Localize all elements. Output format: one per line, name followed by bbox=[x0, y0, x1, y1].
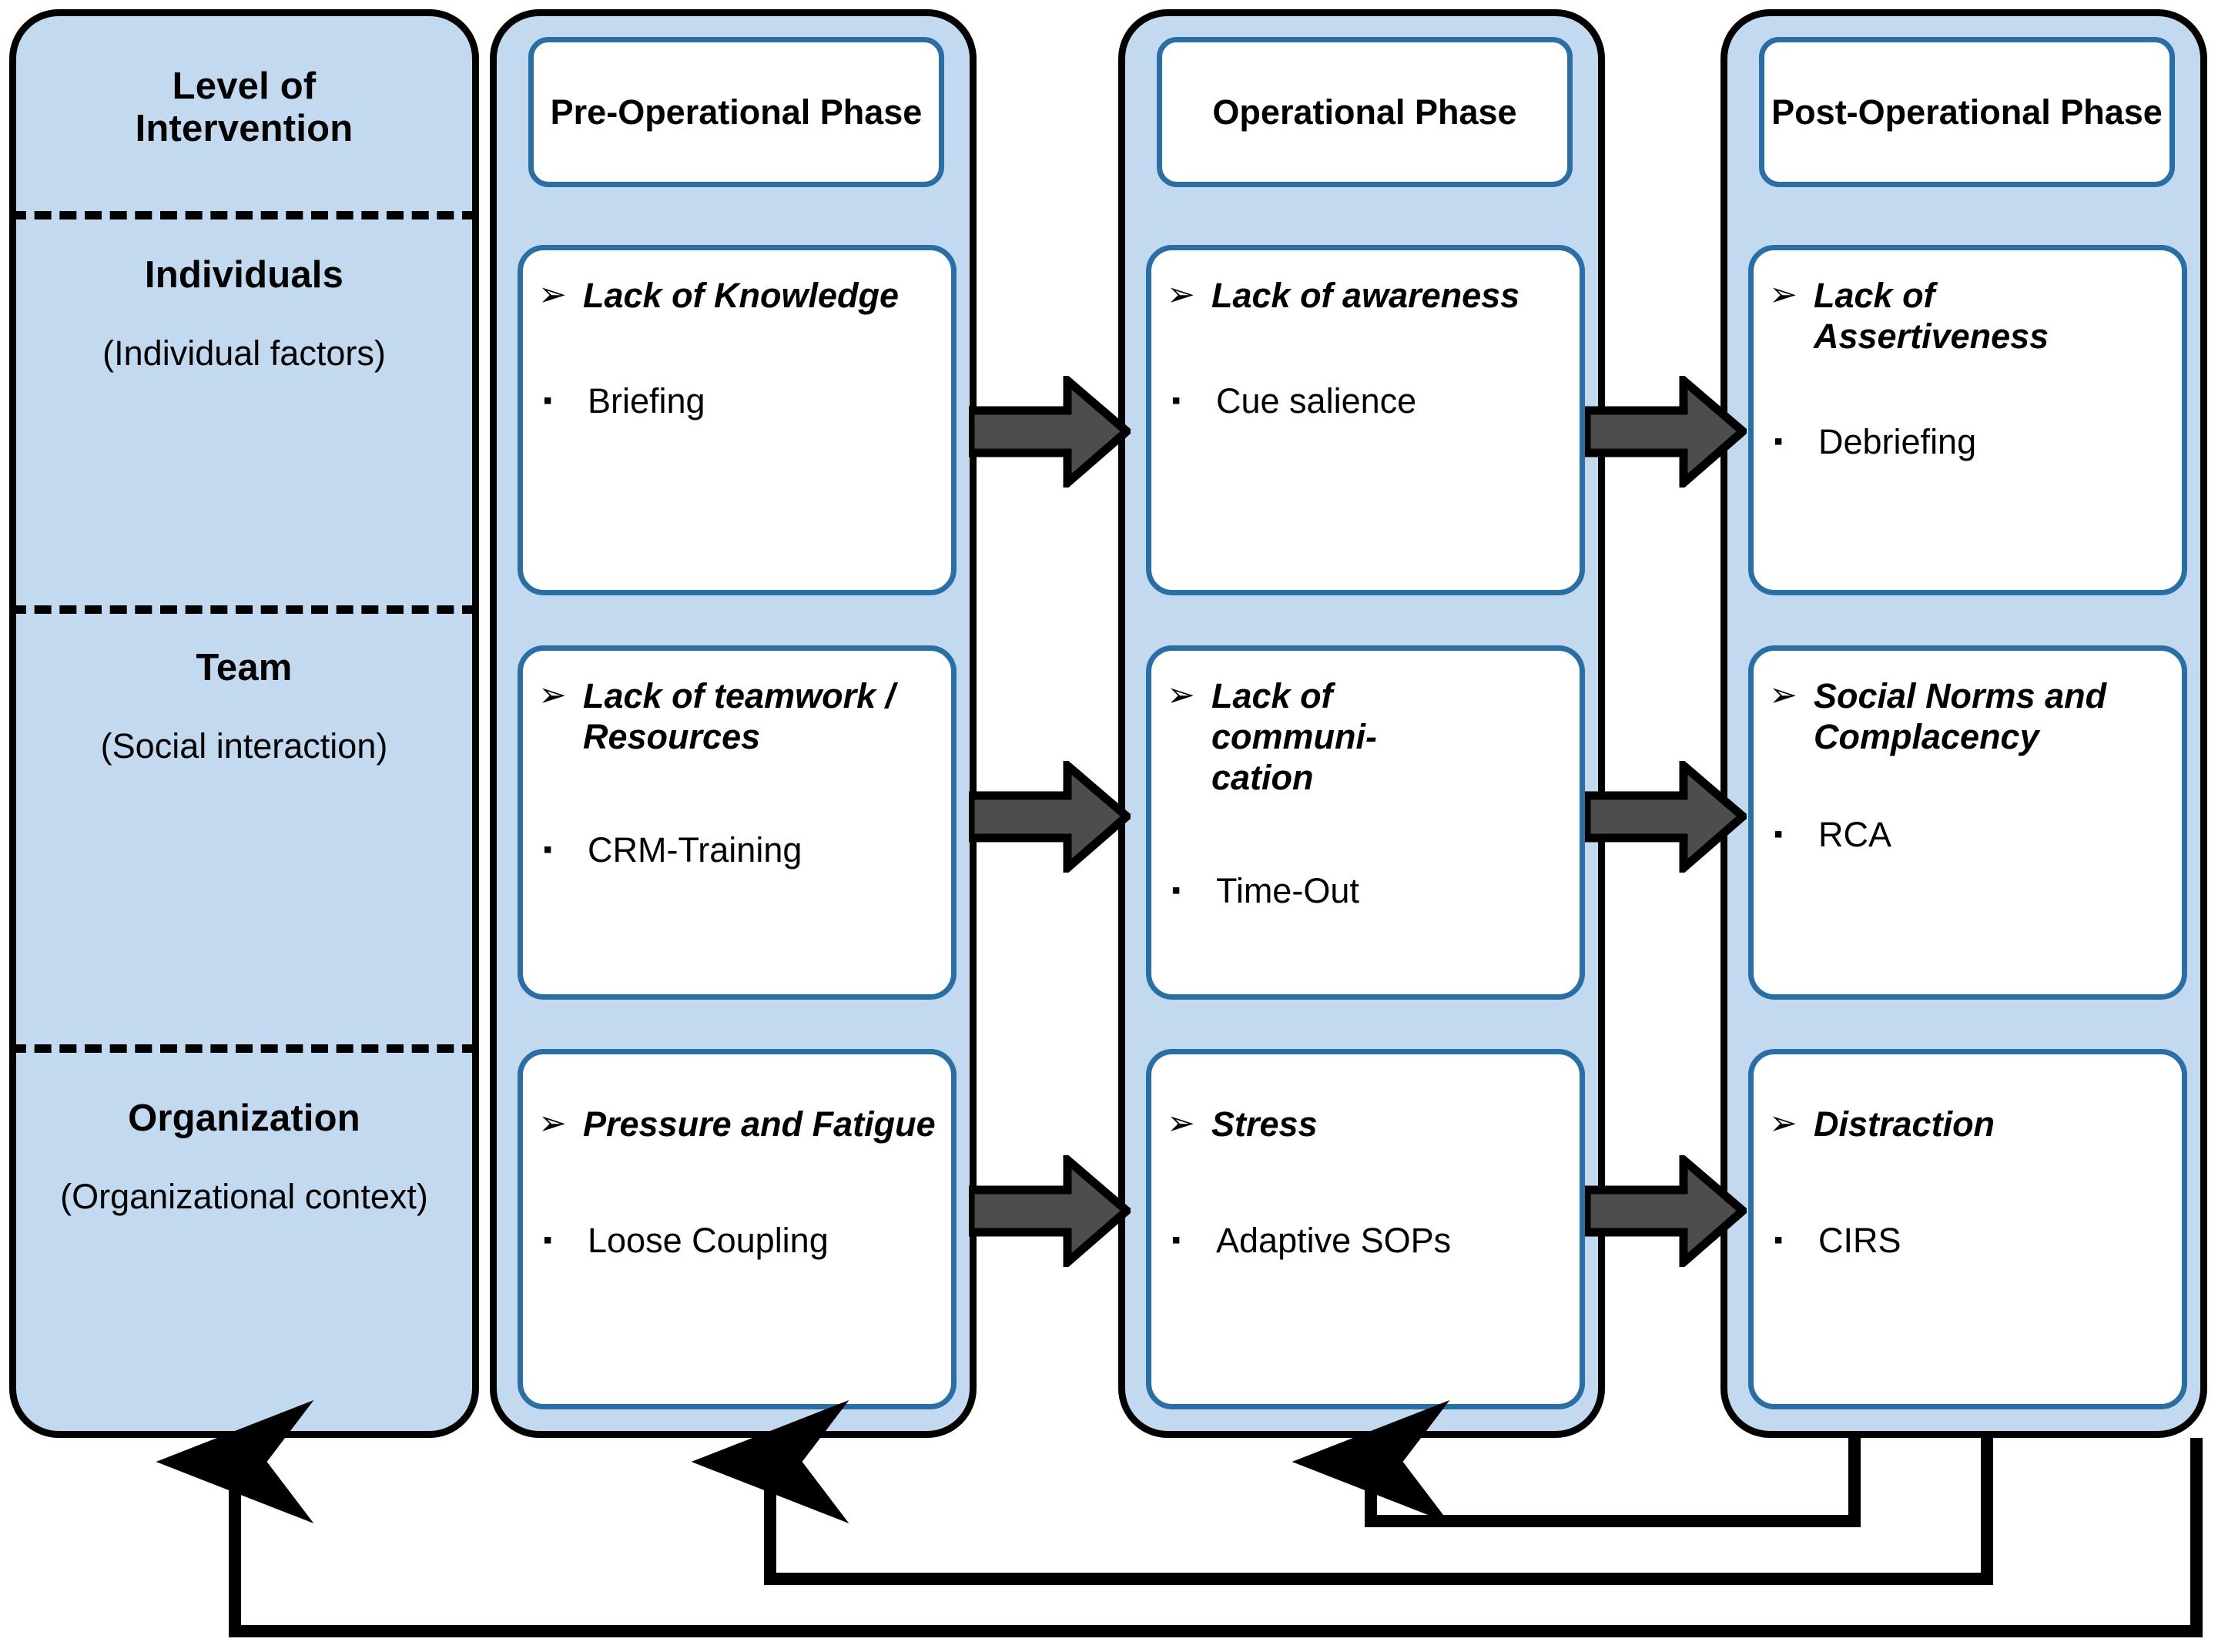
card-pre-operational-individuals[interactable]: ➢ Lack of Knowledge ▪ Briefing bbox=[518, 245, 957, 595]
flow-arrow-op-to-post-team bbox=[1585, 761, 1747, 873]
card-primary-text: Lack of communi-cation bbox=[1211, 676, 1378, 798]
flow-arrow-pre-to-op-team bbox=[969, 761, 1131, 873]
card-secondary-line: ▪ Time-Out bbox=[1167, 870, 1564, 911]
card-secondary-text: CIRS bbox=[1818, 1221, 1901, 1261]
card-secondary-text: Time-Out bbox=[1216, 871, 1359, 911]
card-primary-text: Lack of teamwork / Resources bbox=[583, 676, 896, 757]
square-bullet-icon: ▪ bbox=[1171, 1225, 1181, 1255]
card-secondary-line: ▪ CIRS bbox=[1769, 1220, 2166, 1261]
flow-arrow-pre-to-op-organization bbox=[969, 1155, 1131, 1267]
arrow-bullet-icon: ➢ bbox=[538, 1104, 567, 1142]
card-primary-text: Pressure and Fatigue bbox=[583, 1104, 936, 1144]
level-divider-2 bbox=[9, 605, 479, 614]
arrow-bullet-icon: ➢ bbox=[1769, 676, 1798, 714]
square-bullet-icon: ▪ bbox=[1774, 819, 1784, 849]
phase-header-pre-operational: Pre-Operational Phase bbox=[528, 37, 944, 187]
phase-header-operational: Operational Phase bbox=[1157, 37, 1573, 187]
square-bullet-icon: ▪ bbox=[543, 835, 553, 865]
square-bullet-icon: ▪ bbox=[1171, 876, 1181, 906]
level-header-line2: Intervention bbox=[135, 107, 353, 149]
square-bullet-icon: ▪ bbox=[1774, 427, 1784, 457]
card-primary-line: ➢ Pressure and Fatigue bbox=[538, 1104, 936, 1144]
card-primary-text: Distraction bbox=[1814, 1104, 1995, 1144]
level-row-team-title: Team bbox=[196, 647, 293, 689]
square-bullet-icon: ▪ bbox=[1171, 386, 1181, 416]
card-post-operational-organization[interactable]: ➢ Distraction ▪ CIRS bbox=[1748, 1049, 2187, 1409]
square-bullet-icon: ▪ bbox=[543, 1225, 553, 1255]
card-pre-operational-team[interactable]: ➢ Lack of teamwork / Resources ▪ CRM-Tra… bbox=[518, 645, 957, 1000]
level-row-organization-subtitle: (Organizational context) bbox=[60, 1176, 428, 1216]
arrow-bullet-icon: ➢ bbox=[1167, 676, 1195, 714]
flow-arrow-pre-to-op-individuals bbox=[969, 376, 1131, 488]
level-header-line1: Level of bbox=[172, 65, 317, 107]
card-secondary-line: ▪ Adaptive SOPs bbox=[1167, 1220, 1564, 1261]
level-row-individuals-subtitle: (Individual factors) bbox=[102, 333, 386, 373]
level-divider-3 bbox=[9, 1044, 479, 1053]
card-primary-line: ➢ Stress bbox=[1167, 1104, 1564, 1144]
card-secondary-text: Briefing bbox=[588, 381, 705, 421]
level-row-team-subtitle: (Social interaction) bbox=[100, 725, 388, 766]
square-bullet-icon: ▪ bbox=[1774, 1225, 1784, 1255]
feedback-loop-post-to-pre-operational bbox=[691, 1399, 1993, 1585]
level-row-individuals: Individuals (Individual factors) bbox=[9, 254, 479, 373]
square-bullet-icon: ▪ bbox=[543, 386, 553, 416]
level-row-team: Team (Social interaction) bbox=[9, 647, 479, 766]
card-primary-text: Lack of awareness bbox=[1211, 276, 1520, 315]
level-row-organization-title: Organization bbox=[128, 1097, 360, 1139]
card-secondary-text: Cue salience bbox=[1216, 381, 1417, 421]
card-secondary-text: Adaptive SOPs bbox=[1216, 1221, 1452, 1261]
card-primary-line: ➢ Lack of awareness bbox=[1167, 275, 1564, 316]
card-secondary-text: RCA bbox=[1818, 815, 1892, 855]
card-operational-organization[interactable]: ➢ Stress ▪ Adaptive SOPs bbox=[1146, 1049, 1585, 1409]
card-secondary-text: Loose Coupling bbox=[588, 1221, 829, 1261]
card-post-operational-individuals[interactable]: ➢ Lack of Assertiveness ▪ Debriefing bbox=[1748, 245, 2187, 595]
card-primary-text: Stress bbox=[1211, 1104, 1318, 1144]
card-secondary-line: ▪ RCA bbox=[1769, 814, 2166, 855]
arrow-bullet-icon: ➢ bbox=[538, 276, 567, 313]
card-secondary-text: CRM-Training bbox=[588, 830, 802, 870]
card-secondary-line: ▪ Loose Coupling bbox=[538, 1220, 936, 1261]
level-of-intervention-column bbox=[9, 9, 479, 1438]
card-secondary-line: ▪ Debriefing bbox=[1769, 421, 2166, 462]
arrow-bullet-icon: ➢ bbox=[1769, 1104, 1798, 1142]
card-pre-operational-organization[interactable]: ➢ Pressure and Fatigue ▪ Loose Coupling bbox=[518, 1049, 957, 1409]
flow-arrow-op-to-post-individuals bbox=[1585, 376, 1747, 488]
level-row-organization: Organization (Organizational context) bbox=[9, 1097, 479, 1216]
flow-arrow-op-to-post-organization bbox=[1585, 1155, 1747, 1267]
card-primary-text: Lack of Assertiveness bbox=[1814, 276, 2049, 357]
card-primary-line: ➢ Distraction bbox=[1769, 1104, 2166, 1144]
feedback-loop-post-to-operational bbox=[1292, 1399, 1861, 1527]
card-secondary-line: ▪ Briefing bbox=[538, 380, 936, 421]
card-primary-text: Social Norms and Complacency bbox=[1814, 676, 2107, 757]
level-header: Level of Intervention bbox=[9, 65, 479, 150]
level-row-individuals-title: Individuals bbox=[144, 254, 344, 296]
card-primary-line: ➢ Lack of Knowledge bbox=[538, 275, 936, 316]
phase-header-post-operational: Post-Operational Phase bbox=[1759, 37, 2175, 187]
feedback-loop-post-to-levels bbox=[156, 1399, 2203, 1637]
card-operational-individuals[interactable]: ➢ Lack of awareness ▪ Cue salience bbox=[1146, 245, 1585, 595]
card-primary-line: ➢ Lack of teamwork / Resources bbox=[538, 675, 936, 757]
card-secondary-line: ▪ CRM-Training bbox=[538, 829, 936, 870]
arrow-bullet-icon: ➢ bbox=[1167, 276, 1195, 313]
card-primary-text: Lack of Knowledge bbox=[583, 276, 900, 315]
card-secondary-text: Debriefing bbox=[1818, 422, 1977, 462]
arrow-bullet-icon: ➢ bbox=[1167, 1104, 1195, 1142]
card-post-operational-team[interactable]: ➢ Social Norms and Complacency ▪ RCA bbox=[1748, 645, 2187, 1000]
card-primary-line: ➢ Social Norms and Complacency bbox=[1769, 675, 2166, 757]
card-primary-line: ➢ Lack of Assertiveness bbox=[1769, 275, 2166, 357]
card-operational-team[interactable]: ➢ Lack of communi-cation ▪ Time-Out bbox=[1146, 645, 1585, 1000]
arrow-bullet-icon: ➢ bbox=[538, 676, 567, 714]
level-divider-1 bbox=[9, 211, 479, 219]
card-primary-line: ➢ Lack of communi-cation bbox=[1167, 675, 1564, 798]
card-secondary-line: ▪ Cue salience bbox=[1167, 380, 1564, 421]
arrow-bullet-icon: ➢ bbox=[1769, 276, 1798, 313]
